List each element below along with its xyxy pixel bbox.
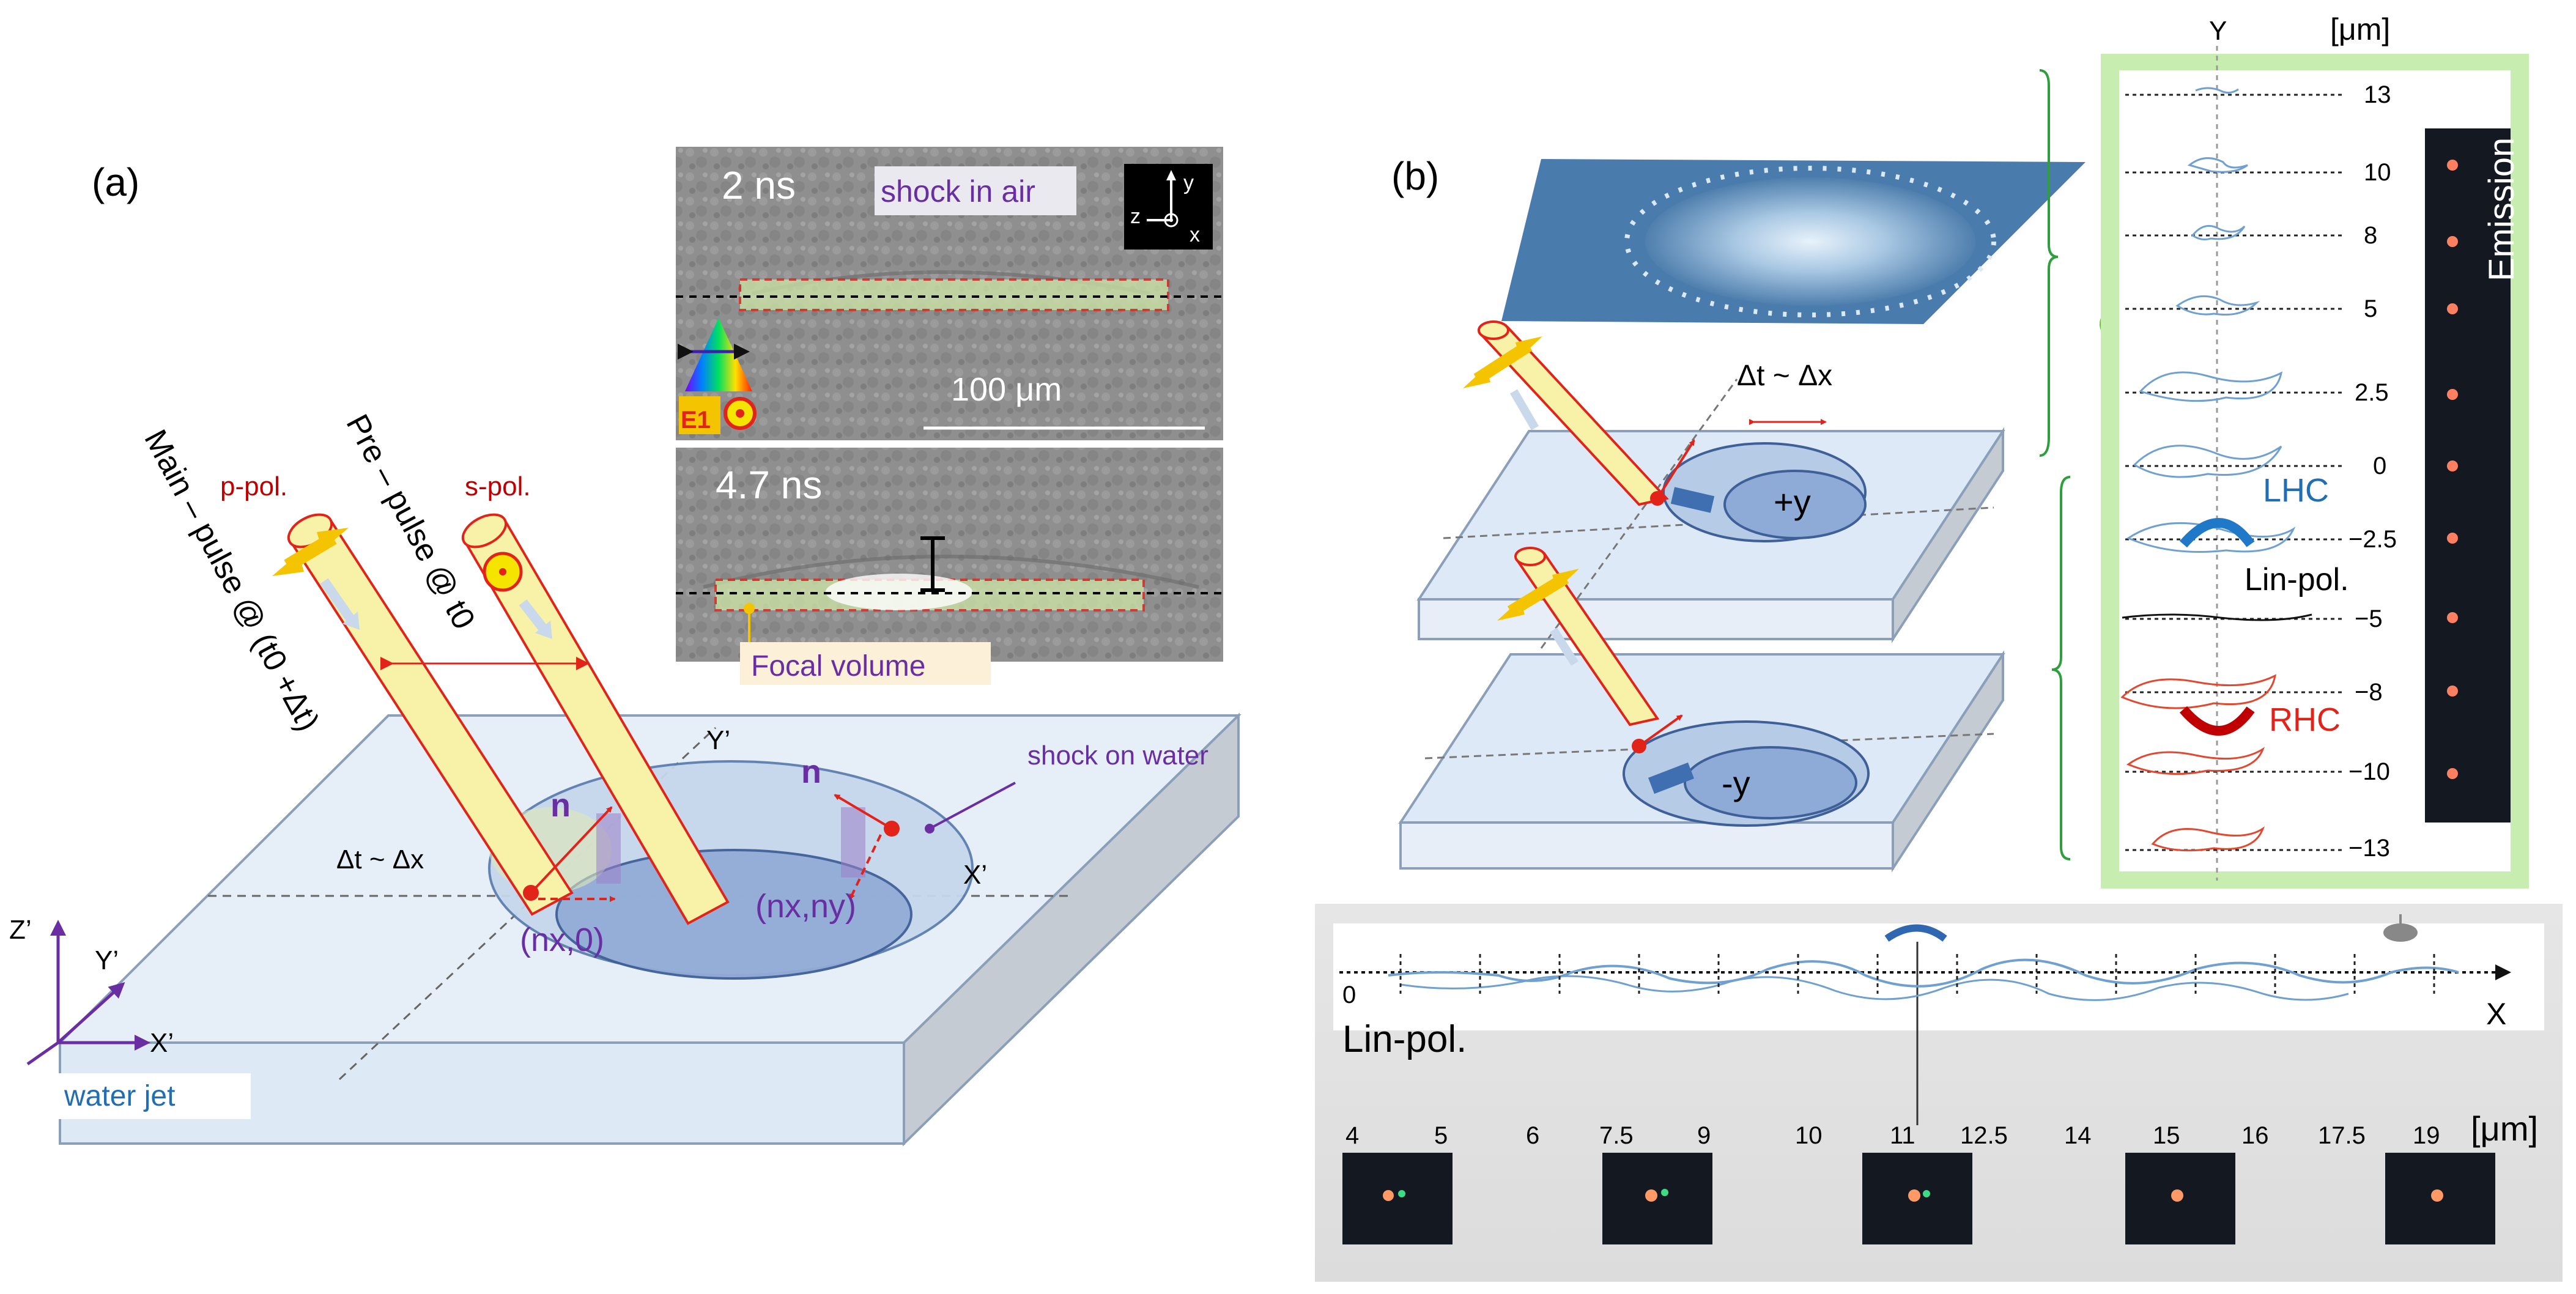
- emission-spots: [2447, 160, 2458, 779]
- x-tick-10: 10: [1795, 1122, 1823, 1149]
- dt-dx-label-b: Δt ~ Δx: [1737, 360, 1832, 392]
- axes-y-label: y: [1183, 171, 1194, 194]
- lhc-label: LHC: [2263, 472, 2329, 509]
- lower-slab: [1398, 650, 2005, 873]
- frame1-time: 2 ns: [722, 163, 796, 207]
- rhc-label: RHC: [2269, 701, 2341, 738]
- micrograph-frame-2ns: [676, 147, 1223, 440]
- plus-y-label: +y: [1774, 482, 1811, 521]
- y-tick-minus-8: −8: [2355, 679, 2383, 706]
- x-tick-9: 9: [1697, 1122, 1711, 1149]
- sem-crater-image: [1501, 159, 2086, 324]
- trajectory-traces: [2120, 87, 2312, 852]
- water-jet-label: water jet: [64, 1080, 175, 1112]
- e1-label: E1: [681, 407, 711, 434]
- y-tick-minus-10: −10: [2348, 758, 2390, 785]
- emission-spot: [2447, 389, 2458, 400]
- micrograph-frame-4-7ns: [676, 448, 1223, 685]
- coord-z-label: Z’: [9, 915, 32, 945]
- normal-vectors: [523, 782, 1016, 902]
- unit-label: [μm]: [2330, 12, 2390, 46]
- beam-upper: [1463, 320, 1695, 506]
- x-tick-11: 11: [1890, 1122, 1915, 1149]
- s-pol-dot-icon: [483, 552, 552, 639]
- p-pol-arrow-icon: [272, 528, 360, 630]
- emission-images-bottom: [1342, 1153, 2495, 1244]
- y-prime-label: Y’: [706, 725, 730, 755]
- vertical-trace-panel: [2101, 46, 2529, 889]
- x-tick-7-5: 7.5: [1599, 1122, 1634, 1149]
- y-tick-minus-13: −13: [2348, 835, 2390, 862]
- minus-y-label: -y: [1722, 764, 1750, 802]
- panel-a-label: (a): [92, 160, 139, 204]
- y-tick-10: 10: [2364, 159, 2391, 186]
- lin-pol-bottom-label: Lin-pol.: [1342, 1018, 1467, 1060]
- n-label-right: n: [801, 753, 821, 790]
- x-tick-17-5: 17.5: [2318, 1122, 2366, 1149]
- x-tick-4: 4: [1345, 1122, 1359, 1149]
- x-tick-5: 5: [1434, 1122, 1448, 1149]
- x-unit-label: [μm]: [2471, 1109, 2538, 1148]
- emission-spot: [2447, 533, 2458, 544]
- nxny-label: (nx,ny): [755, 888, 856, 925]
- pre-pulse-beam: [461, 513, 730, 925]
- water-jet-label-bg: [58, 1073, 251, 1119]
- y-tick-8: 8: [2364, 222, 2377, 249]
- x-prime-label: X’: [963, 860, 987, 890]
- beam-lower: [1497, 547, 1683, 753]
- main-pulse-beam: [287, 513, 574, 916]
- scalebar-label: 100 μm: [951, 371, 1062, 408]
- y-tick-2-5: 2.5: [2355, 379, 2389, 406]
- axes-z-label: z: [1130, 205, 1141, 228]
- x-tick-14: 14: [2064, 1122, 2092, 1149]
- n-label-left: n: [550, 787, 571, 824]
- laser-spot: [488, 760, 974, 980]
- y-tick-5: 5: [2364, 295, 2377, 322]
- x-tick-12-5: 12.5: [1960, 1122, 2008, 1149]
- emission-label: Emission: [2482, 138, 2522, 281]
- lhc-rotation-icon: [2179, 518, 2255, 548]
- y-tick-0: 0: [2373, 453, 2386, 479]
- nx0-label: (nx,0): [520, 922, 604, 958]
- focal-volume-label: Focal volume: [751, 650, 925, 682]
- rhc-rotation-icon: [2179, 706, 2255, 736]
- axes-x-label: x: [1190, 223, 1200, 246]
- emission-spot: [2447, 612, 2458, 623]
- x-tick-16: 16: [2241, 1122, 2269, 1149]
- emission-spot: [2447, 460, 2458, 471]
- emission-spot: [2447, 160, 2458, 171]
- emission-spot: [2447, 768, 2458, 779]
- coord-y-label: Y’: [95, 945, 119, 975]
- p-pol-label: p-pol.: [220, 471, 287, 501]
- x-tick-6: 6: [1526, 1122, 1539, 1149]
- emission-spot: [2447, 303, 2458, 314]
- coord-x-label: X’: [150, 1028, 174, 1058]
- upper-slab: [1416, 379, 2005, 649]
- coordinate-axes-icon: [26, 920, 150, 1066]
- x-zero-label: 0: [1342, 982, 1356, 1008]
- shock-on-water-label: shock on water: [1027, 741, 1208, 771]
- lin-pol-right-label: Lin-pol.: [2245, 562, 2349, 597]
- y-tick-13: 13: [2364, 81, 2391, 108]
- dt-dx-label-a: Δt ~ Δx: [336, 845, 424, 874]
- s-pol-label: s-pol.: [465, 471, 531, 501]
- x-tick-19: 19: [2413, 1122, 2440, 1149]
- y-axis-label: Y: [2209, 16, 2227, 46]
- frame2-time: 4.7 ns: [716, 463, 822, 507]
- x-axis-label: X: [2486, 997, 2506, 1031]
- frame1-note: shock in air: [881, 174, 1035, 209]
- y-tick-minus-2-5: −2.5: [2348, 526, 2397, 553]
- panel-b-label: (b): [1391, 154, 1439, 198]
- y-tick-minus-5: −5: [2355, 605, 2383, 632]
- x-tick-15: 15: [2153, 1122, 2180, 1149]
- emission-spot: [2447, 236, 2458, 247]
- emission-spot: [2447, 686, 2458, 697]
